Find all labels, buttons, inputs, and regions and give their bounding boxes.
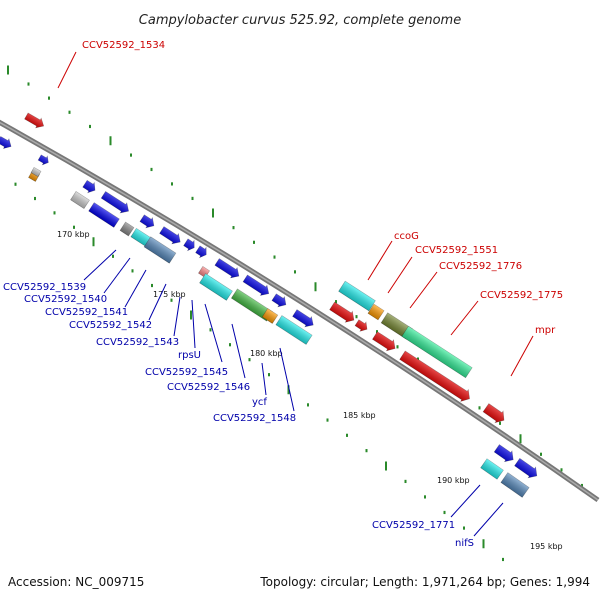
kbp-label-180: 180 kbp: [250, 349, 283, 358]
gene-label-ccv1541[interactable]: CCV52592_1541: [45, 307, 128, 318]
gene-label-ccv1543[interactable]: CCV52592_1543: [96, 337, 179, 348]
gene-feature[interactable]: [0, 135, 14, 152]
gene-label-ccv1775[interactable]: CCV52592_1775: [480, 290, 563, 301]
genome-backbone: [0, 119, 600, 503]
gene-feature[interactable]: [143, 236, 177, 264]
kbp-label-185: 185 kbp: [343, 411, 376, 420]
gene-label-ccv1548[interactable]: CCV52592_1548: [213, 413, 296, 424]
map-title: Campylobacter curvus 525.92, complete ge…: [139, 13, 461, 28]
gene-feature[interactable]: [195, 244, 210, 260]
gene-label-ccv1540[interactable]: CCV52592_1540: [24, 294, 107, 305]
kbp-label-170: 170 kbp: [57, 230, 90, 239]
kbp-label-175: 175 kbp: [153, 290, 186, 299]
gene-label-ccv1534[interactable]: CCV52592_1534: [82, 40, 165, 51]
gene-label-ccv1546[interactable]: CCV52592_1546: [167, 382, 250, 393]
gene-feature[interactable]: [275, 315, 313, 345]
gene-feature[interactable]: [354, 318, 370, 334]
gene-feature[interactable]: [242, 273, 272, 298]
gene-label-ycf[interactable]: ycf: [252, 397, 267, 408]
gene-feature[interactable]: [329, 300, 358, 325]
gene-label-ccog[interactable]: ccoG: [394, 231, 419, 242]
gene-feature[interactable]: [183, 237, 198, 253]
kbp-label-195: 195 kbp: [530, 542, 563, 551]
gene-feature[interactable]: [159, 225, 184, 247]
gene-feature[interactable]: [214, 257, 242, 281]
gene-feature[interactable]: [401, 325, 473, 379]
gene-feature[interactable]: [30, 166, 42, 178]
gene-label-ccv1776[interactable]: CCV52592_1776: [439, 261, 522, 272]
gene-feature[interactable]: [513, 457, 540, 481]
gene-feature[interactable]: [338, 280, 376, 312]
kbp-label-190: 190 kbp: [437, 476, 470, 485]
gene-feature[interactable]: [271, 292, 289, 310]
gene-feature[interactable]: [482, 402, 508, 426]
gene-label-ccv1551[interactable]: CCV52592_1551: [415, 245, 498, 256]
gene-label-ccv1542[interactable]: CCV52592_1542: [69, 320, 152, 331]
gene-feature[interactable]: [199, 273, 233, 301]
gene-feature[interactable]: [119, 221, 135, 237]
gene-label-rpsu[interactable]: rpsU: [178, 350, 201, 361]
gene-feature[interactable]: [139, 213, 157, 231]
gene-feature[interactable]: [371, 330, 398, 354]
gene-label-ccv1545[interactable]: CCV52592_1545: [145, 367, 228, 378]
gene-feature[interactable]: [500, 472, 530, 498]
gene-label-mpr[interactable]: mpr: [535, 325, 556, 336]
genome-summary-text: Topology: circular; Length: 1,971,264 bp…: [259, 575, 590, 589]
kbp-labels: 170 kbp 175 kbp 180 kbp 185 kbp 190 kbp …: [57, 230, 563, 551]
accession-text: Accession: NC_009715: [8, 575, 144, 589]
gene-feature[interactable]: [480, 458, 504, 480]
gene-feature[interactable]: [261, 308, 279, 324]
gene-feature[interactable]: [100, 190, 132, 216]
gene-feature[interactable]: [367, 303, 385, 321]
gene-label-nifs[interactable]: nifS: [455, 538, 474, 549]
gene-feature[interactable]: [37, 153, 51, 167]
gene-feature[interactable]: [292, 308, 317, 330]
label-leader-lines: [57, 51, 534, 537]
gene-features: [0, 111, 540, 498]
gene-feature[interactable]: [399, 349, 474, 404]
gene-label-ccv1539[interactable]: CCV52592_1539: [3, 282, 86, 293]
gene-labels: CCV52592_1534 ccoG CCV52592_1551 CCV5259…: [3, 40, 563, 549]
gene-feature[interactable]: [82, 179, 99, 196]
gene-feature[interactable]: [88, 202, 120, 228]
gene-feature[interactable]: [70, 191, 90, 209]
gene-label-ccv1771[interactable]: CCV52592_1771: [372, 520, 455, 531]
gene-feature[interactable]: [24, 111, 47, 131]
gene-feature[interactable]: [493, 443, 517, 465]
